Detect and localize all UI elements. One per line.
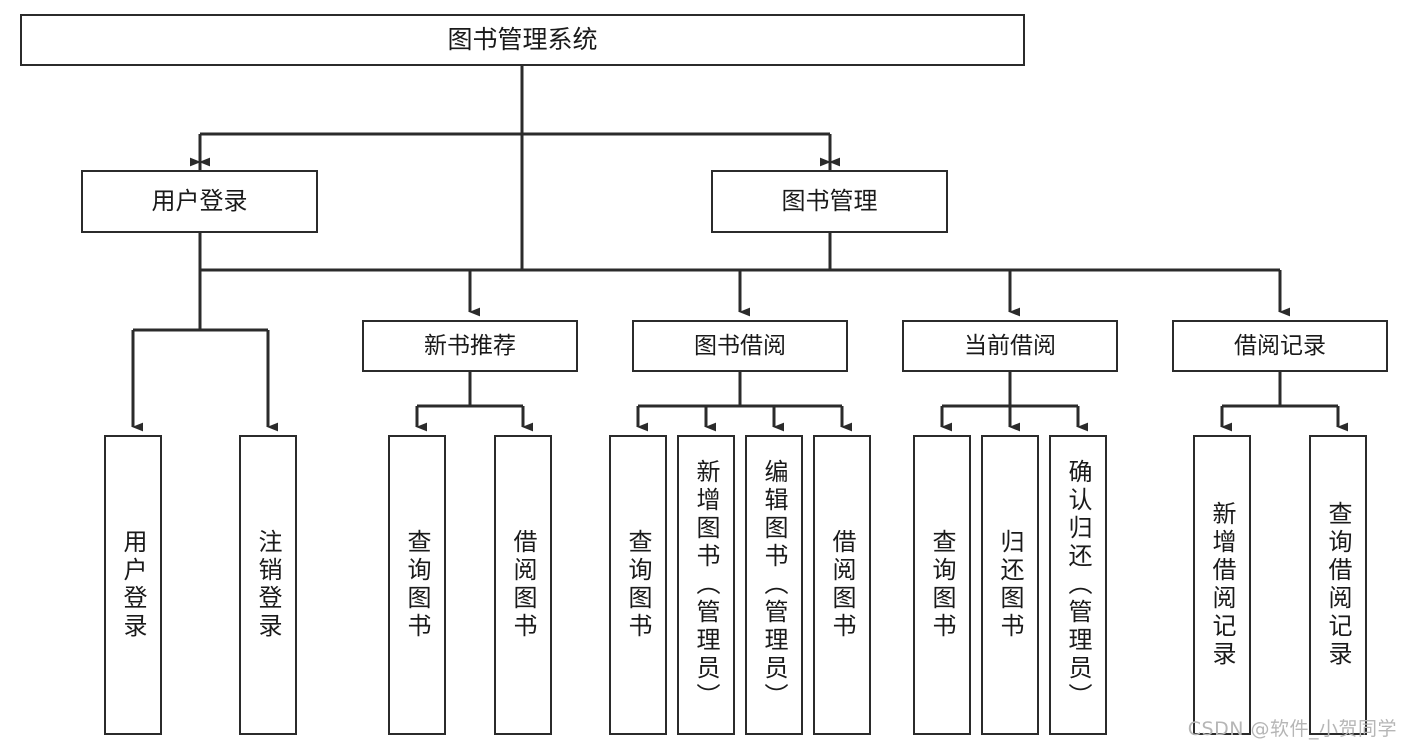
node-label: 新增图书（管理员） (692, 459, 720, 711)
node-label: 用户登录 (151, 186, 248, 215)
node-label: 注销登录 (254, 529, 282, 641)
node-book-borrow[interactable]: 图书借阅 (632, 320, 848, 372)
leaf-edit-book-admin[interactable]: 编辑图书（管理员） (745, 435, 803, 735)
node-label: 图书管理系统 (447, 24, 598, 54)
node-label: 查询借阅记录 (1324, 501, 1352, 669)
node-label: 编辑图书（管理员） (760, 459, 788, 711)
node-user-login[interactable]: 用户登录 (81, 170, 318, 233)
node-label: 图书管理 (781, 186, 878, 215)
leaf-confirm-return-admin[interactable]: 确认归还（管理员） (1049, 435, 1107, 735)
leaf-query-borrow-record[interactable]: 查询借阅记录 (1309, 435, 1367, 735)
node-label: 查询图书 (624, 529, 652, 641)
leaf-logout[interactable]: 注销登录 (239, 435, 297, 735)
leaf-add-book-admin[interactable]: 新增图书（管理员） (677, 435, 735, 735)
leaf-add-borrow-record[interactable]: 新增借阅记录 (1193, 435, 1251, 735)
node-new-book-recommend[interactable]: 新书推荐 (362, 320, 578, 372)
node-label: 新增借阅记录 (1208, 501, 1236, 669)
node-label: 借阅记录 (1234, 332, 1326, 359)
node-label: 图书借阅 (694, 332, 786, 359)
node-root-system[interactable]: 图书管理系统 (20, 14, 1025, 66)
node-label: 借阅图书 (509, 529, 537, 641)
node-label: 查询图书 (403, 529, 431, 641)
leaf-borrow-book[interactable]: 借阅图书 (813, 435, 871, 735)
leaf-user-login[interactable]: 用户登录 (104, 435, 162, 735)
watermark-text: CSDN @软件_小贺同学 (1187, 718, 1397, 740)
node-label: 新书推荐 (424, 332, 516, 359)
node-borrow-record[interactable]: 借阅记录 (1172, 320, 1388, 372)
node-label: 借阅图书 (828, 529, 856, 641)
node-current-borrow[interactable]: 当前借阅 (902, 320, 1118, 372)
node-label: 确认归还（管理员） (1064, 459, 1092, 711)
leaf-query-book-borrow[interactable]: 查询图书 (609, 435, 667, 735)
leaf-borrow-book-recommend[interactable]: 借阅图书 (494, 435, 552, 735)
node-label: 归还图书 (996, 529, 1024, 641)
node-label: 当前借阅 (964, 332, 1056, 359)
leaf-query-book-current[interactable]: 查询图书 (913, 435, 971, 735)
node-label: 查询图书 (928, 529, 956, 641)
node-label: 用户登录 (119, 529, 147, 641)
node-book-management[interactable]: 图书管理 (711, 170, 948, 233)
leaf-query-book-recommend[interactable]: 查询图书 (388, 435, 446, 735)
leaf-return-book[interactable]: 归还图书 (981, 435, 1039, 735)
